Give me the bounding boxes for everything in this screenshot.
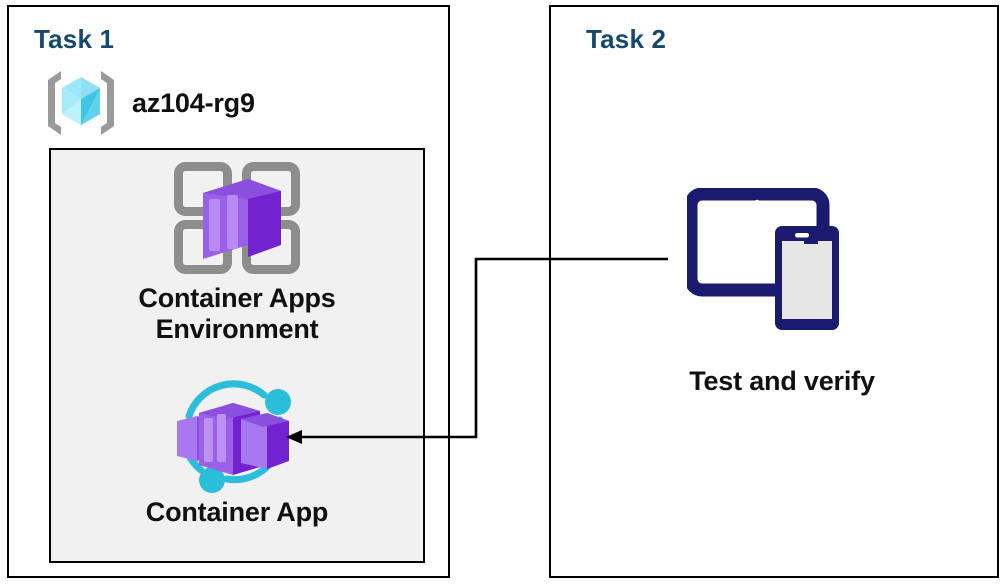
resource-group-label: az104-rg9 <box>132 87 255 118</box>
container-app-label: Container App <box>145 497 329 527</box>
resource-group-header: az104-rg9 <box>42 67 255 139</box>
container-apps-environment-label: Container Apps Environment <box>49 283 425 345</box>
container-app-icon <box>177 380 291 493</box>
container-apps-environment-icon <box>174 162 300 274</box>
node-test-and-verify: Test and verify <box>598 170 966 410</box>
test-and-verify-label: Test and verify <box>689 366 875 396</box>
task-1-panel: Task 1 az104-rg9 <box>7 5 450 578</box>
devices-tablet-phone-icon <box>687 188 839 330</box>
resource-group-cube-icon <box>48 71 114 135</box>
cae-label-line1: Container Apps <box>138 283 336 313</box>
task-1-title: Task 1 <box>34 24 115 54</box>
node-container-app: Container App <box>49 377 425 547</box>
task-2-title: Task 2 <box>586 24 667 54</box>
cae-label-line2: Environment <box>155 314 319 344</box>
node-container-apps-environment: Container Apps Environment <box>49 157 425 372</box>
